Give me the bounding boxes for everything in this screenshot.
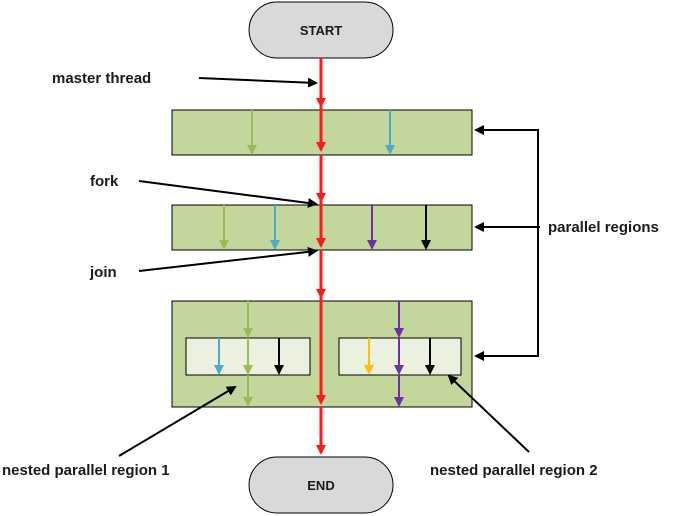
nested-region-2-pointer	[447, 374, 530, 453]
master-thread-label: master thread	[52, 70, 151, 87]
start-terminal: START	[248, 1, 394, 59]
start-label: START	[300, 23, 342, 38]
nested-region-1-pointer	[118, 385, 237, 457]
parallel-regions-label: parallel regions	[548, 219, 659, 236]
master-thread-pointer	[198, 77, 318, 88]
fork-pointer	[138, 180, 318, 208]
fork-label: fork	[90, 173, 119, 190]
parallel-regions-bracket	[474, 125, 540, 361]
nested-region-1-label: nested parallel region 1	[2, 462, 170, 479]
end-terminal: END	[248, 456, 394, 514]
end-label: END	[307, 478, 334, 493]
join-label: join	[89, 264, 117, 281]
join-pointer	[138, 246, 318, 272]
nested-region-2-label: nested parallel region 2	[430, 462, 598, 479]
